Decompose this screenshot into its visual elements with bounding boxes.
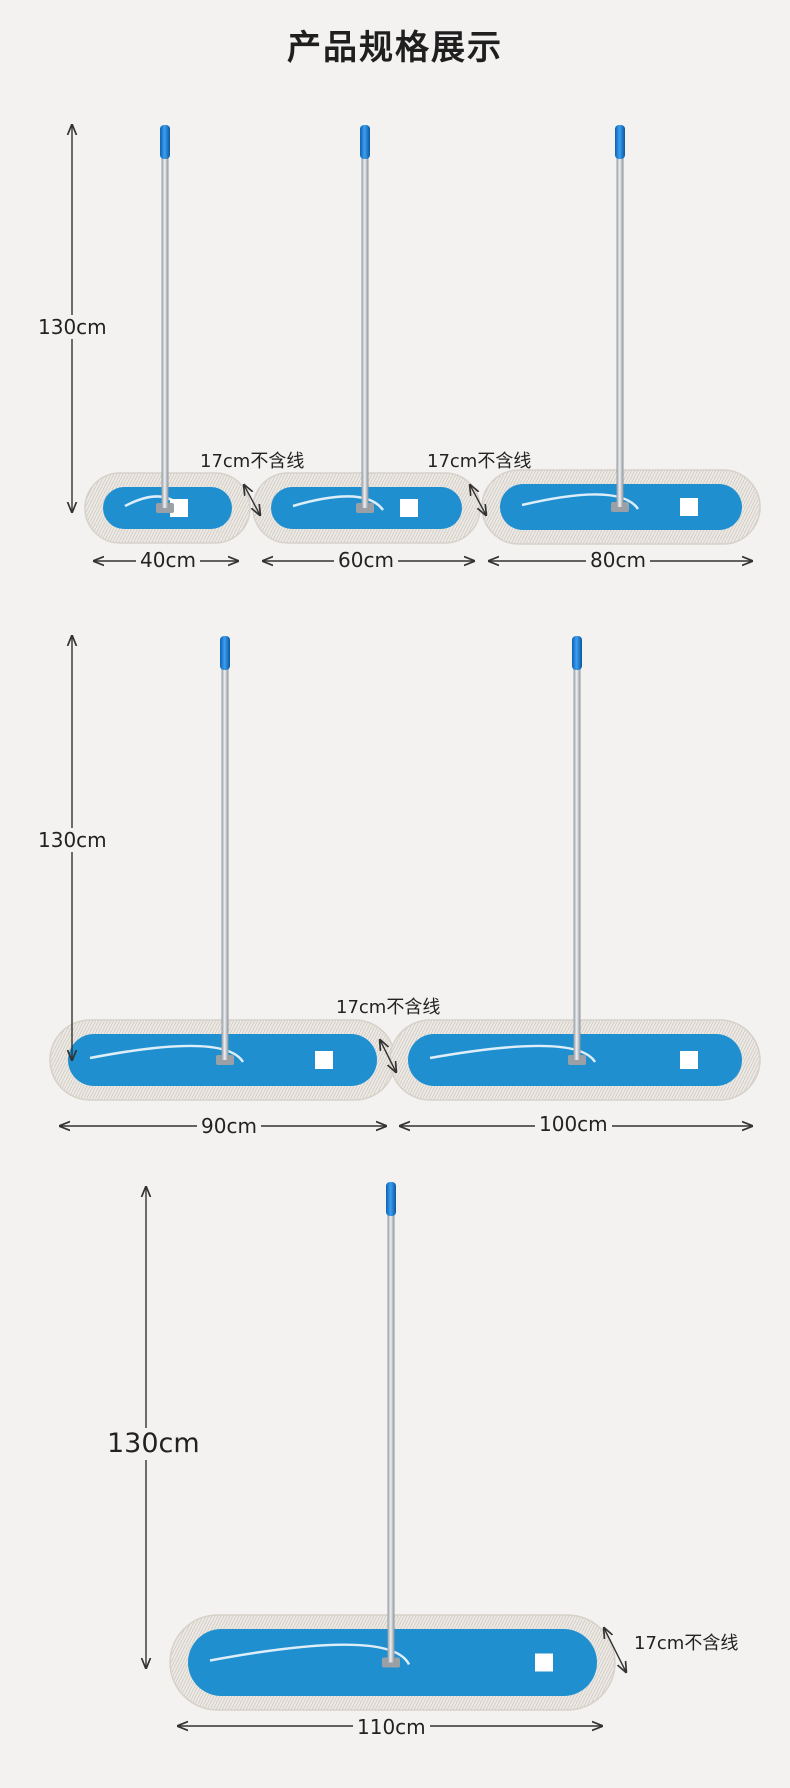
mop-pole <box>387 1212 395 1663</box>
mop-2 <box>252 125 481 544</box>
pad-height-label-2: 17cm不含线 <box>427 451 532 472</box>
mop-pole <box>616 155 624 507</box>
mop-string <box>429 1044 597 1063</box>
mop-grip <box>572 636 582 670</box>
mop-pole <box>221 666 229 1060</box>
mop-label-tag <box>170 499 188 517</box>
mop-label-tag <box>315 1051 333 1069</box>
mop-grip <box>615 125 625 159</box>
pad-height-label-1: 17cm不含线 <box>200 451 305 472</box>
page-title: 产品规格展示 <box>287 28 503 68</box>
width-label-90: 90cm <box>197 1114 261 1138</box>
mop-grip <box>220 636 230 670</box>
mop-string <box>89 1044 245 1063</box>
mop-label-tag <box>680 498 698 516</box>
mop-pole <box>361 155 369 508</box>
pad-height-arrow-1 <box>244 485 260 515</box>
height-label-row3: 130cm <box>103 1428 204 1460</box>
mop-string <box>521 493 640 510</box>
mop-string <box>292 495 385 511</box>
height-label-row1: 130cm <box>34 315 111 339</box>
pad-height-label-4: 17cm不含线 <box>336 997 441 1018</box>
width-label-100: 100cm <box>535 1112 612 1136</box>
mop-6 <box>169 1182 616 1711</box>
mop-pole <box>573 666 581 1060</box>
mop-3 <box>481 125 761 545</box>
mop-label-tag <box>400 499 418 517</box>
mop-grip <box>160 125 170 159</box>
pad-height-arrow-6 <box>604 1628 626 1672</box>
mop-4 <box>49 636 396 1101</box>
mop-label-tag <box>680 1051 698 1069</box>
height-label-row2: 130cm <box>34 828 111 852</box>
mop-grip <box>386 1182 396 1216</box>
width-label-110: 110cm <box>353 1715 430 1739</box>
pad-height-arrow-4 <box>380 1040 396 1072</box>
width-label-80: 80cm <box>586 548 650 572</box>
mop-string <box>209 1643 411 1666</box>
mop-5 <box>389 636 761 1101</box>
width-label-60: 60cm <box>334 548 398 572</box>
pad-height-label-6: 17cm不含线 <box>634 1633 739 1654</box>
mop-label-tag <box>535 1653 553 1672</box>
mop-pole <box>161 155 169 508</box>
pad-height-arrow-2 <box>470 485 486 515</box>
mop-grip <box>360 125 370 159</box>
width-label-40: 40cm <box>136 548 200 572</box>
